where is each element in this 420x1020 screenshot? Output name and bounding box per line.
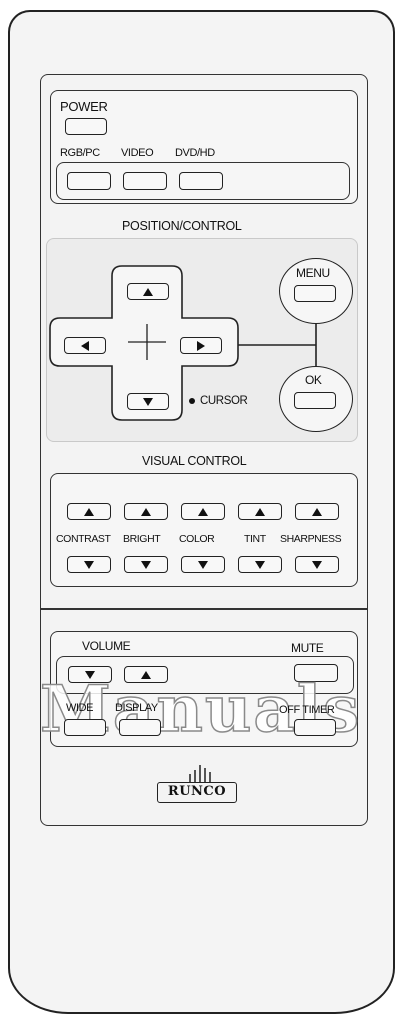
down-arrow-icon xyxy=(84,560,94,569)
cursor-up-button[interactable] xyxy=(127,283,169,300)
rgb-pc-button[interactable] xyxy=(67,172,111,190)
wide-label: WIDE xyxy=(66,702,94,714)
up-arrow-icon xyxy=(143,287,153,296)
cursor-dot-icon xyxy=(189,398,195,404)
down-arrow-icon xyxy=(85,670,95,679)
brand-box xyxy=(157,782,237,803)
bright-label: BRIGHT xyxy=(123,533,161,545)
up-arrow-icon xyxy=(84,507,94,516)
dpad-outline xyxy=(49,265,239,421)
dvd-hd-label: DVD/HD xyxy=(175,147,215,159)
volume-label: VOLUME xyxy=(82,639,131,653)
sharpness-label: SHARPNESS xyxy=(280,533,342,545)
down-arrow-icon xyxy=(255,560,265,569)
connector-lines xyxy=(238,318,317,368)
bright-up-button[interactable] xyxy=(124,503,168,520)
runco-logo-icon xyxy=(189,765,211,782)
menu-button[interactable] xyxy=(294,285,336,302)
down-arrow-icon xyxy=(141,560,151,569)
down-arrow-icon xyxy=(312,560,322,569)
ok-label: OK xyxy=(305,373,322,387)
position-control-title: POSITION/CONTROL xyxy=(122,219,242,233)
color-label: COLOR xyxy=(179,533,215,545)
wide-button[interactable] xyxy=(64,719,106,736)
up-arrow-icon xyxy=(255,507,265,516)
video-button[interactable] xyxy=(123,172,167,190)
display-label: DISPLAY xyxy=(115,702,158,714)
power-button[interactable] xyxy=(65,118,107,135)
volume-down-button[interactable] xyxy=(68,666,112,683)
cursor-left-button[interactable] xyxy=(64,337,106,354)
rgb-pc-label: RGB/PC xyxy=(60,147,100,159)
dvd-hd-button[interactable] xyxy=(179,172,223,190)
tint-down-button[interactable] xyxy=(238,556,282,573)
visual-control-title: VISUAL CONTROL xyxy=(142,454,247,468)
cursor-right-button[interactable] xyxy=(180,337,222,354)
color-up-button[interactable] xyxy=(181,503,225,520)
mute-label: MUTE xyxy=(291,641,324,655)
contrast-down-button[interactable] xyxy=(67,556,111,573)
sharpness-up-button[interactable] xyxy=(295,503,339,520)
off-timer-label: OFF TIMER xyxy=(279,704,335,716)
divider xyxy=(40,608,368,610)
tint-up-button[interactable] xyxy=(238,503,282,520)
cursor-label: CURSOR xyxy=(200,395,248,407)
down-arrow-icon xyxy=(143,397,153,406)
display-button[interactable] xyxy=(119,719,161,736)
color-down-button[interactable] xyxy=(181,556,225,573)
right-arrow-icon xyxy=(197,340,205,351)
sharpness-down-button[interactable] xyxy=(295,556,339,573)
volume-up-button[interactable] xyxy=(124,666,168,683)
power-label: POWER xyxy=(60,99,108,114)
contrast-label: CONTRAST xyxy=(56,533,111,545)
video-label: VIDEO xyxy=(121,147,154,159)
brand-name: RUNCO xyxy=(167,784,227,799)
cursor-down-button[interactable] xyxy=(127,393,169,410)
off-timer-button[interactable] xyxy=(294,719,336,736)
left-arrow-icon xyxy=(81,340,89,351)
mute-button[interactable] xyxy=(294,664,338,682)
menu-label: MENU xyxy=(296,266,330,280)
tint-label: TINT xyxy=(244,533,266,545)
contrast-up-button[interactable] xyxy=(67,503,111,520)
up-arrow-icon xyxy=(141,670,151,679)
up-arrow-icon xyxy=(141,507,151,516)
up-arrow-icon xyxy=(312,507,322,516)
ok-button[interactable] xyxy=(294,392,336,409)
down-arrow-icon xyxy=(198,560,208,569)
bright-down-button[interactable] xyxy=(124,556,168,573)
up-arrow-icon xyxy=(198,507,208,516)
